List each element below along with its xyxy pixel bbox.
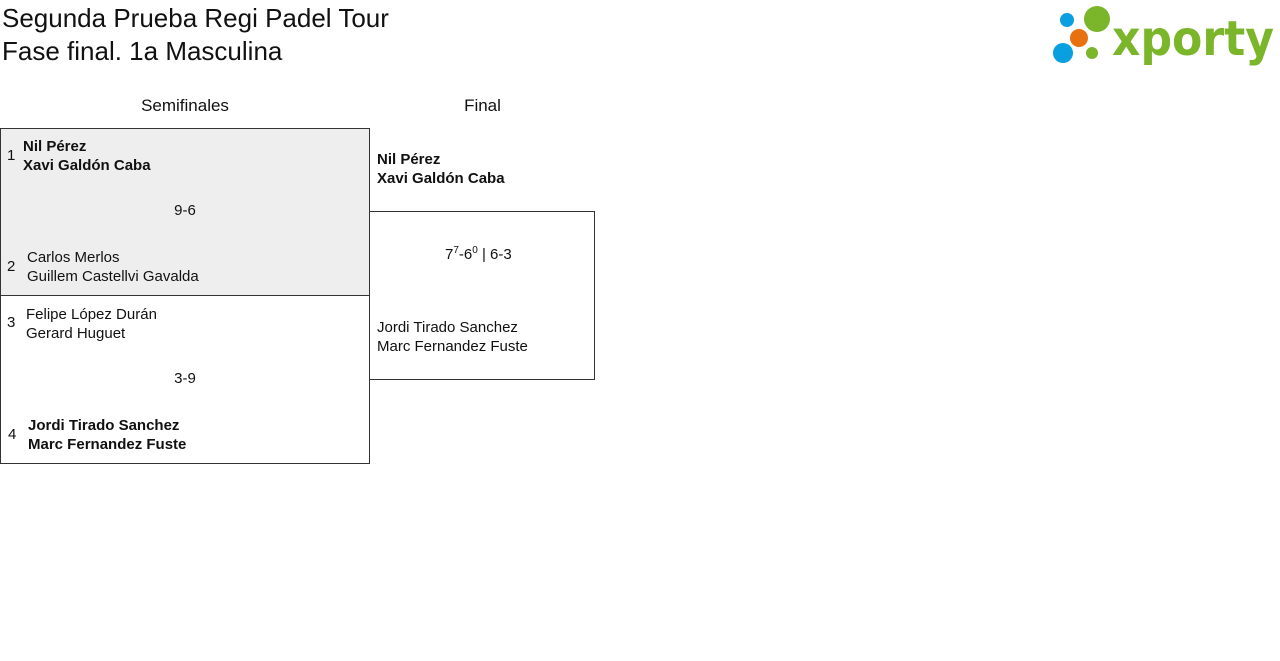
semifinal-1-team-top[interactable]: Nil Pérez Xavi Galdón Caba <box>23 137 151 175</box>
set1-tiebreak-b: 0 <box>472 245 478 256</box>
player-name: Jordi Tirado Sanchez <box>28 417 180 434</box>
player-name: Jordi Tirado Sanchez <box>377 319 518 336</box>
player-name: Marc Fernandez Fuste <box>377 338 528 355</box>
logo-dot-orange <box>1070 29 1088 47</box>
player-name: Felipe López Durán <box>26 306 157 323</box>
logo-dot-blue-large <box>1053 43 1073 63</box>
final-score: 77-60 | 6-3 <box>445 245 512 264</box>
set2-score: 6-3 <box>490 246 512 263</box>
semifinal-1-team-bottom[interactable]: Carlos Merlos Guillem Castellvi Gavalda <box>27 248 199 286</box>
semifinal-2-team-bottom[interactable]: Jordi Tirado Sanchez Marc Fernandez Fust… <box>28 416 186 454</box>
page-subtitle: Fase final. 1a Masculina <box>2 36 283 66</box>
semifinal-2-team-top[interactable]: Felipe López Durán Gerard Huguet <box>26 305 157 343</box>
seed-number: 4 <box>8 426 17 443</box>
player-name: Nil Pérez <box>377 151 441 168</box>
set1-games-a: 7 <box>445 246 454 263</box>
semifinal-match-1[interactable] <box>0 128 370 296</box>
semifinal-1-score: 9-6 <box>174 202 196 219</box>
player-name: Nil Pérez <box>23 138 87 155</box>
logo-dot-green-small <box>1086 47 1098 59</box>
seed-number: 3 <box>7 314 16 331</box>
final-match[interactable] <box>369 211 595 380</box>
xporty-logo[interactable]: xporty <box>1052 4 1276 66</box>
set1-games-b: 6 <box>463 246 473 263</box>
player-name: Xavi Galdón Caba <box>377 170 505 187</box>
round-header-semifinals: Semifinales <box>141 96 229 115</box>
player-name: Gerard Huguet <box>26 325 126 342</box>
seed-number: 1 <box>7 147 16 164</box>
logo-dot-green-large <box>1084 6 1110 32</box>
final-team-top[interactable]: Nil Pérez Xavi Galdón Caba <box>377 150 505 188</box>
player-name: Guillem Castellvi Gavalda <box>27 268 199 285</box>
player-name: Marc Fernandez Fuste <box>28 436 187 453</box>
player-name: Carlos Merlos <box>27 249 120 266</box>
logo-dot-blue-small <box>1060 13 1074 27</box>
semifinal-2-score: 3-9 <box>174 370 196 387</box>
page-title: Segunda Prueba Regi Padel Tour <box>2 3 389 33</box>
round-header-final: Final <box>464 96 501 115</box>
player-name: Xavi Galdón Caba <box>23 157 151 174</box>
logo-wordmark: xporty <box>1112 11 1274 66</box>
final-team-bottom[interactable]: Jordi Tirado Sanchez Marc Fernandez Fust… <box>377 318 528 356</box>
set1-tiebreak-a: 7 <box>453 245 459 256</box>
seed-number: 2 <box>7 258 16 275</box>
